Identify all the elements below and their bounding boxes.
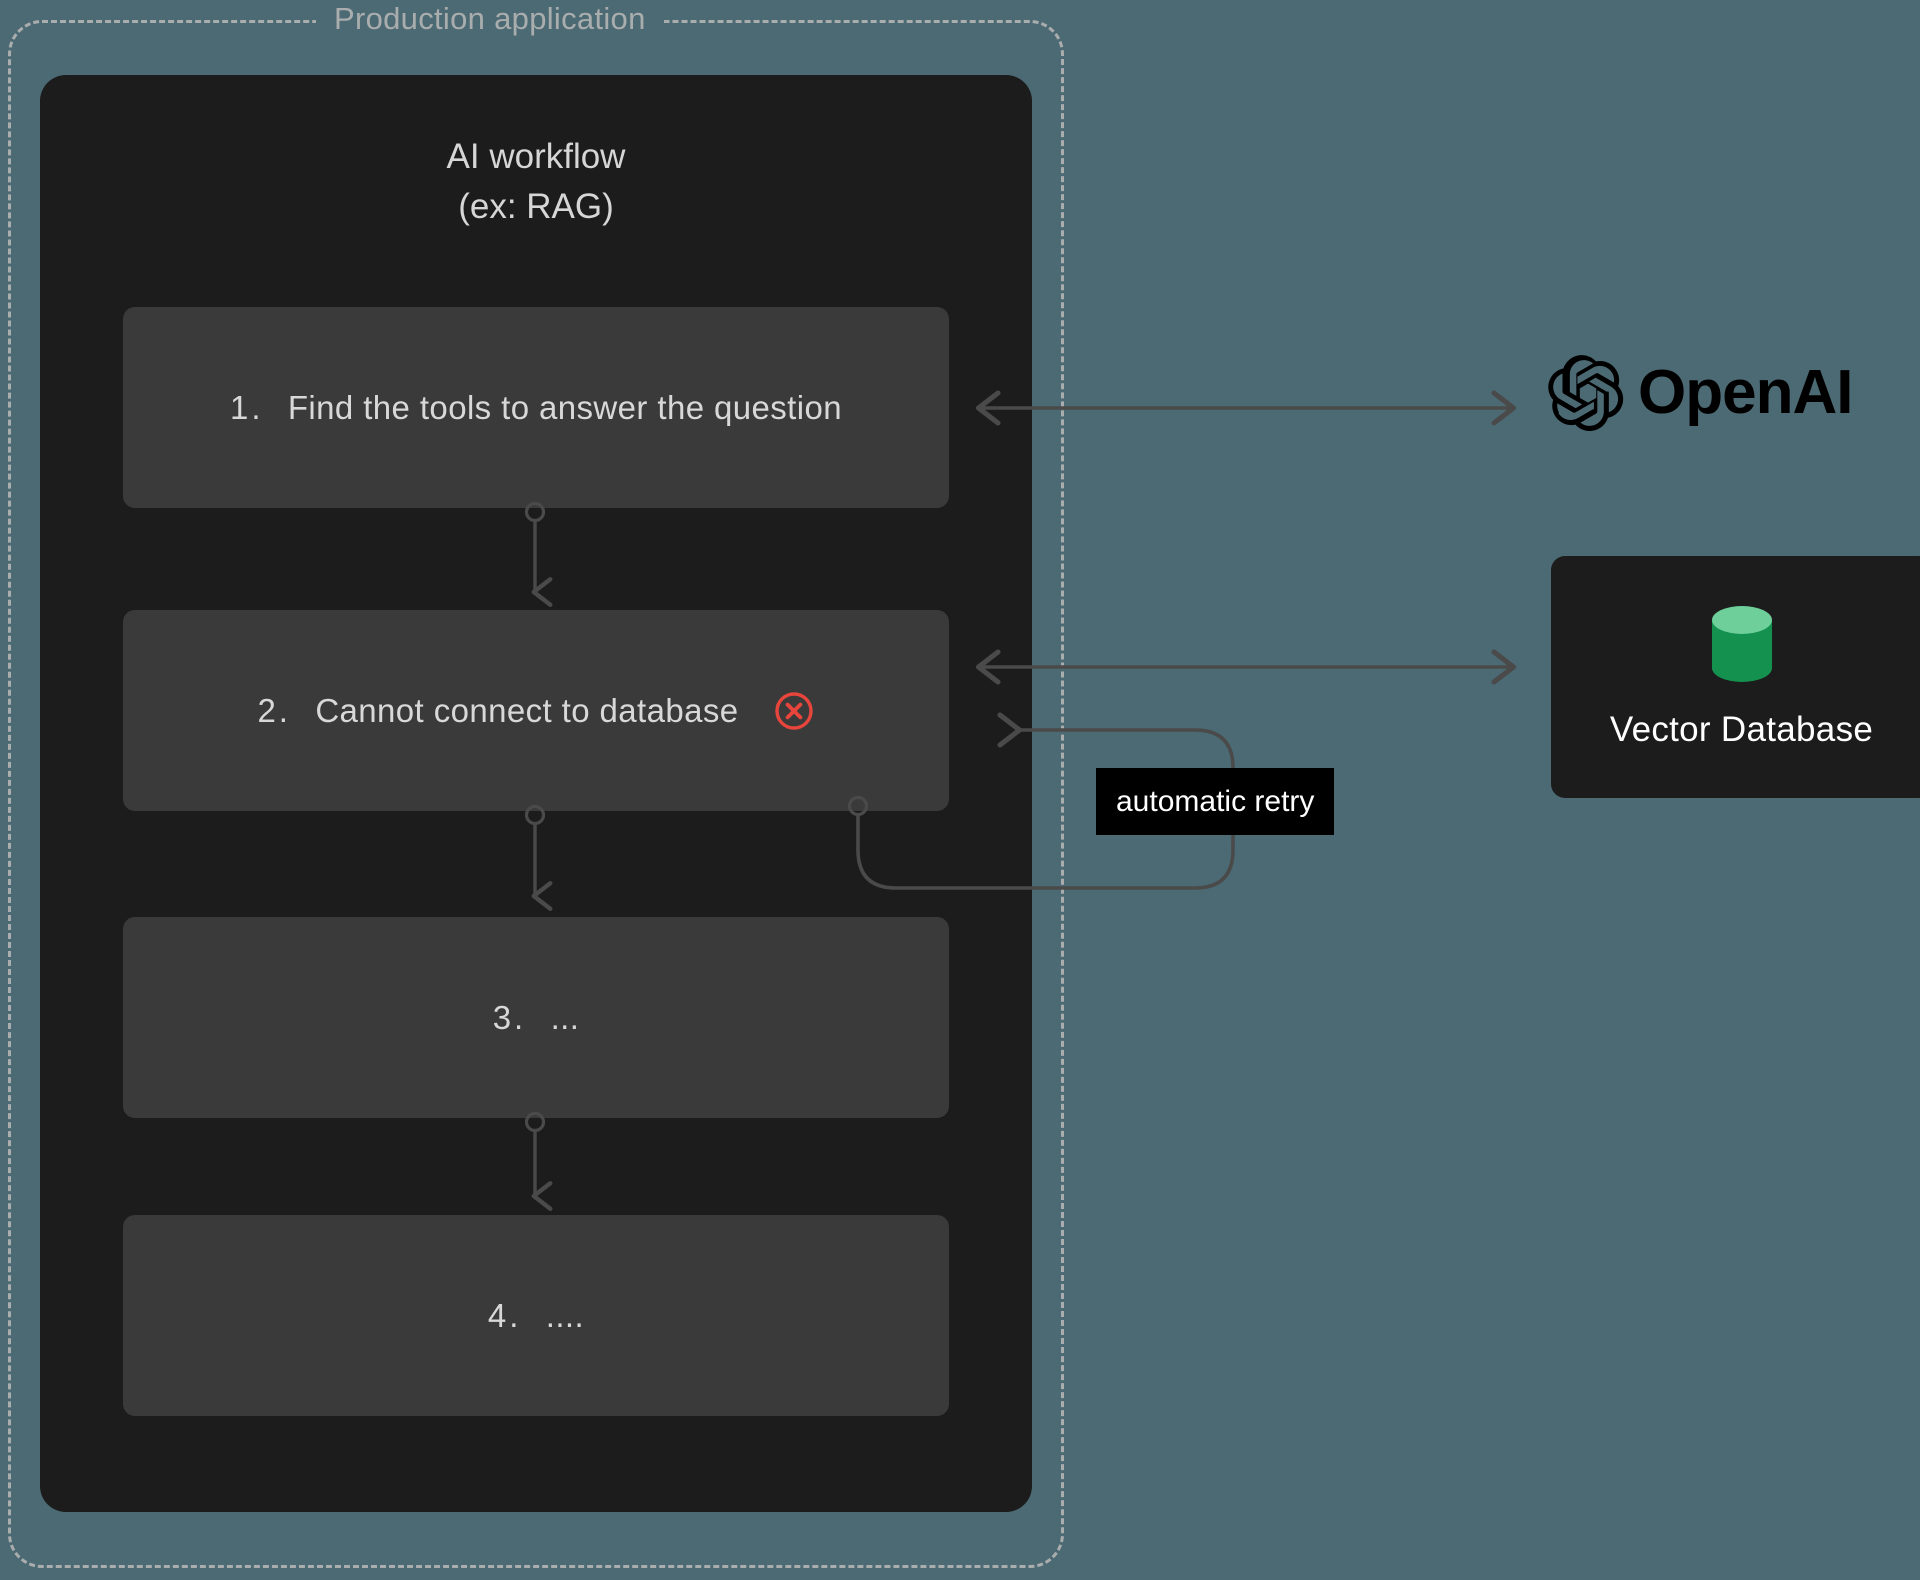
openai-wordmark: OpenAI [1638,358,1853,427]
workflow-step-4-number: 4. [487,1296,546,1334]
openai-logomark [1548,355,1624,431]
workflow-step-3[interactable]: 3. ... [123,917,949,1118]
workflow-step-1-text: Find the tools to answer the question [287,388,842,426]
workflow-step-2-number: 2. [257,691,316,729]
workflow-step-1-number: 1. [230,388,288,426]
production-application-label: Production application [316,0,664,40]
workflow-step-2-label: 2. Cannot connect to database [257,692,738,730]
ai-workflow-title: AI workflow (ex: RAG) [446,137,626,226]
workflow-step-4-text: .... [545,1296,585,1334]
automatic-retry-tag: automatic retry [1096,768,1335,835]
workflow-step-4[interactable]: 4. .... [123,1215,949,1416]
workflow-step-4-label: 4. .... [488,1297,584,1335]
workflow-step-3-label: 3. ... [493,999,580,1037]
workflow-step-2[interactable]: 2. Cannot connect to database [123,610,949,811]
error-circle-x-icon [774,691,813,730]
workflow-step-3-number: 3. [492,998,551,1036]
workflow-step-3-text: ... [550,998,580,1036]
workflow-step-2-text: Cannot connect to database [315,691,739,729]
workflow-step-1[interactable]: 1. Find the tools to answer the question [123,307,949,508]
database-cylinder-icon [1711,606,1772,682]
vector-database-label: Vector Database [1609,710,1874,749]
vector-database-card[interactable]: Vector Database [1551,556,1920,798]
openai-service[interactable]: OpenAI [1548,355,1910,431]
workflow-step-1-label: 1. Find the tools to answer the question [230,389,842,427]
